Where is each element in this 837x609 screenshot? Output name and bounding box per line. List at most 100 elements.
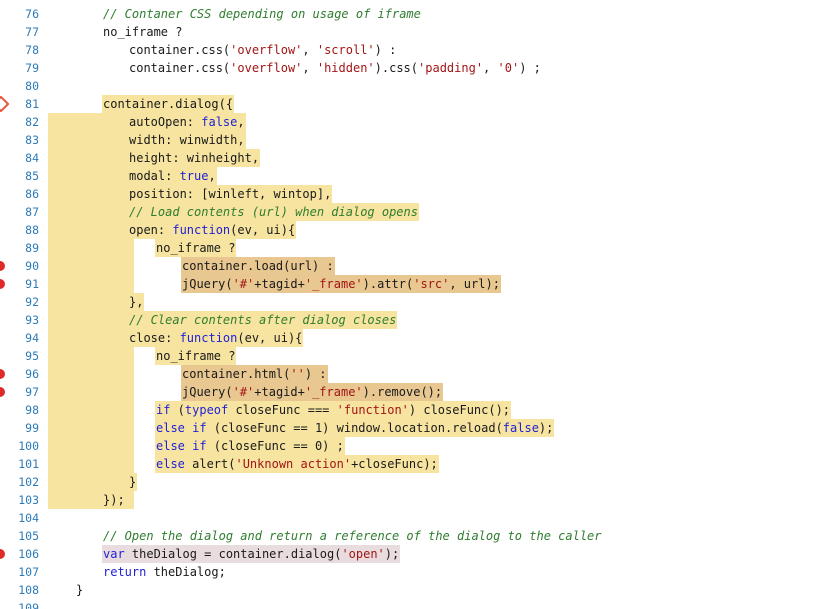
line-number[interactable]: 86 xyxy=(25,187,39,201)
code-line[interactable]: 76 // Contaner CSS depending on usage of … xyxy=(0,5,837,23)
breakpoint-icon[interactable] xyxy=(0,261,5,271)
line-number[interactable]: 90 xyxy=(25,259,39,273)
code-line[interactable]: 102} xyxy=(0,473,837,491)
code-line[interactable]: 107 return theDialog; xyxy=(0,563,837,581)
code-line[interactable]: 109 xyxy=(0,599,837,609)
line-number[interactable]: 87 xyxy=(25,205,39,219)
line-number[interactable]: 99 xyxy=(25,421,39,435)
line-number[interactable]: 81 xyxy=(25,97,39,111)
code-line[interactable]: 81 container.dialog({ xyxy=(0,95,837,113)
code-token: container.dialog({ xyxy=(103,97,234,111)
line-number[interactable]: 77 xyxy=(25,25,39,39)
code-token: container.css( xyxy=(129,43,231,57)
line-number-gutter[interactable] xyxy=(0,0,48,609)
line-number[interactable]: 94 xyxy=(25,331,39,345)
line-number[interactable]: 97 xyxy=(25,385,39,399)
line-number[interactable]: 84 xyxy=(25,151,39,165)
code-token: container.load(url) : xyxy=(182,259,334,273)
code-line[interactable]: 82 autoOpen: false, xyxy=(0,113,837,131)
line-number[interactable]: 89 xyxy=(25,241,39,255)
line-number[interactable]: 108 xyxy=(18,583,39,597)
breakpoint-icon[interactable] xyxy=(0,549,5,559)
code-text: autoOpen: false, xyxy=(128,113,246,131)
keyword-token: return xyxy=(103,565,147,579)
code-line[interactable]: 105// Open the dialog and return a refer… xyxy=(0,527,837,545)
keyword-token: else if xyxy=(156,421,207,435)
code-line[interactable]: 99 else if (closeFunc == 1) window.locati… xyxy=(0,419,837,437)
string-token: '' xyxy=(290,367,305,381)
code-token: theDialog; xyxy=(146,565,226,579)
line-number[interactable]: 80 xyxy=(25,79,39,93)
line-number[interactable]: 95 xyxy=(25,349,39,363)
code-line[interactable]: 80 xyxy=(0,77,837,95)
line-number[interactable]: 93 xyxy=(25,313,39,327)
code-text: else if (closeFunc == 1) window.location… xyxy=(155,419,555,437)
code-token: ).css( xyxy=(374,61,419,75)
breakpoint-icon[interactable] xyxy=(0,387,5,397)
line-number[interactable]: 106 xyxy=(18,547,39,561)
line-number[interactable]: 88 xyxy=(25,223,39,237)
code-text: // Contaner CSS depending on usage of if… xyxy=(102,5,422,23)
code-token: , xyxy=(302,43,317,57)
code-token: jQuery( xyxy=(182,385,233,399)
comment-token: // Clear contents after dialog closes xyxy=(129,313,397,327)
line-number[interactable]: 103 xyxy=(18,493,39,507)
line-number[interactable]: 107 xyxy=(18,565,39,579)
code-line[interactable]: 92}, xyxy=(0,293,837,311)
line-number[interactable]: 101 xyxy=(18,457,39,471)
line-number[interactable]: 109 xyxy=(18,601,39,609)
code-line[interactable]: 104 xyxy=(0,509,837,527)
code-line[interactable]: 108} xyxy=(0,581,837,599)
string-token: 'padding' xyxy=(418,61,484,75)
code-line[interactable]: 96 container.html('') : xyxy=(0,365,837,383)
line-number[interactable]: 98 xyxy=(25,403,39,417)
line-number[interactable]: 96 xyxy=(25,367,39,381)
code-token: , xyxy=(302,61,317,75)
code-token: jQuery( xyxy=(182,277,233,291)
code-line[interactable]: 93 // Clear contents after dialog closes xyxy=(0,311,837,329)
keyword-token: var xyxy=(103,547,125,561)
breakpoint-icon[interactable] xyxy=(0,279,5,289)
line-number[interactable]: 79 xyxy=(25,61,39,75)
line-number[interactable]: 85 xyxy=(25,169,39,183)
line-number[interactable]: 78 xyxy=(25,43,39,57)
string-token: '_frame' xyxy=(304,277,363,291)
line-number[interactable]: 82 xyxy=(25,115,39,129)
line-number[interactable]: 76 xyxy=(25,7,39,21)
code-token: ( xyxy=(170,403,185,417)
code-line[interactable]: 90 container.load(url) : xyxy=(0,257,837,275)
line-number[interactable]: 104 xyxy=(18,511,39,525)
line-number[interactable]: 92 xyxy=(25,295,39,309)
code-line[interactable]: 103}); xyxy=(0,491,837,509)
line-number[interactable]: 105 xyxy=(18,529,39,543)
line-number[interactable]: 83 xyxy=(25,133,39,147)
code-token: position: [winleft, wintop], xyxy=(129,187,332,201)
code-line[interactable]: 87// Load contents (url) when dialog ope… xyxy=(0,203,837,221)
code-line[interactable]: 86 position: [winleft, wintop], xyxy=(0,185,837,203)
string-token: 'function' xyxy=(336,403,409,417)
code-text: container.html('') : xyxy=(181,365,328,383)
code-token: autoOpen: xyxy=(129,115,202,129)
breakpoint-icon[interactable] xyxy=(0,369,5,379)
line-number[interactable]: 91 xyxy=(25,277,39,291)
line-number[interactable]: 102 xyxy=(18,475,39,489)
line-number[interactable]: 100 xyxy=(18,439,39,453)
